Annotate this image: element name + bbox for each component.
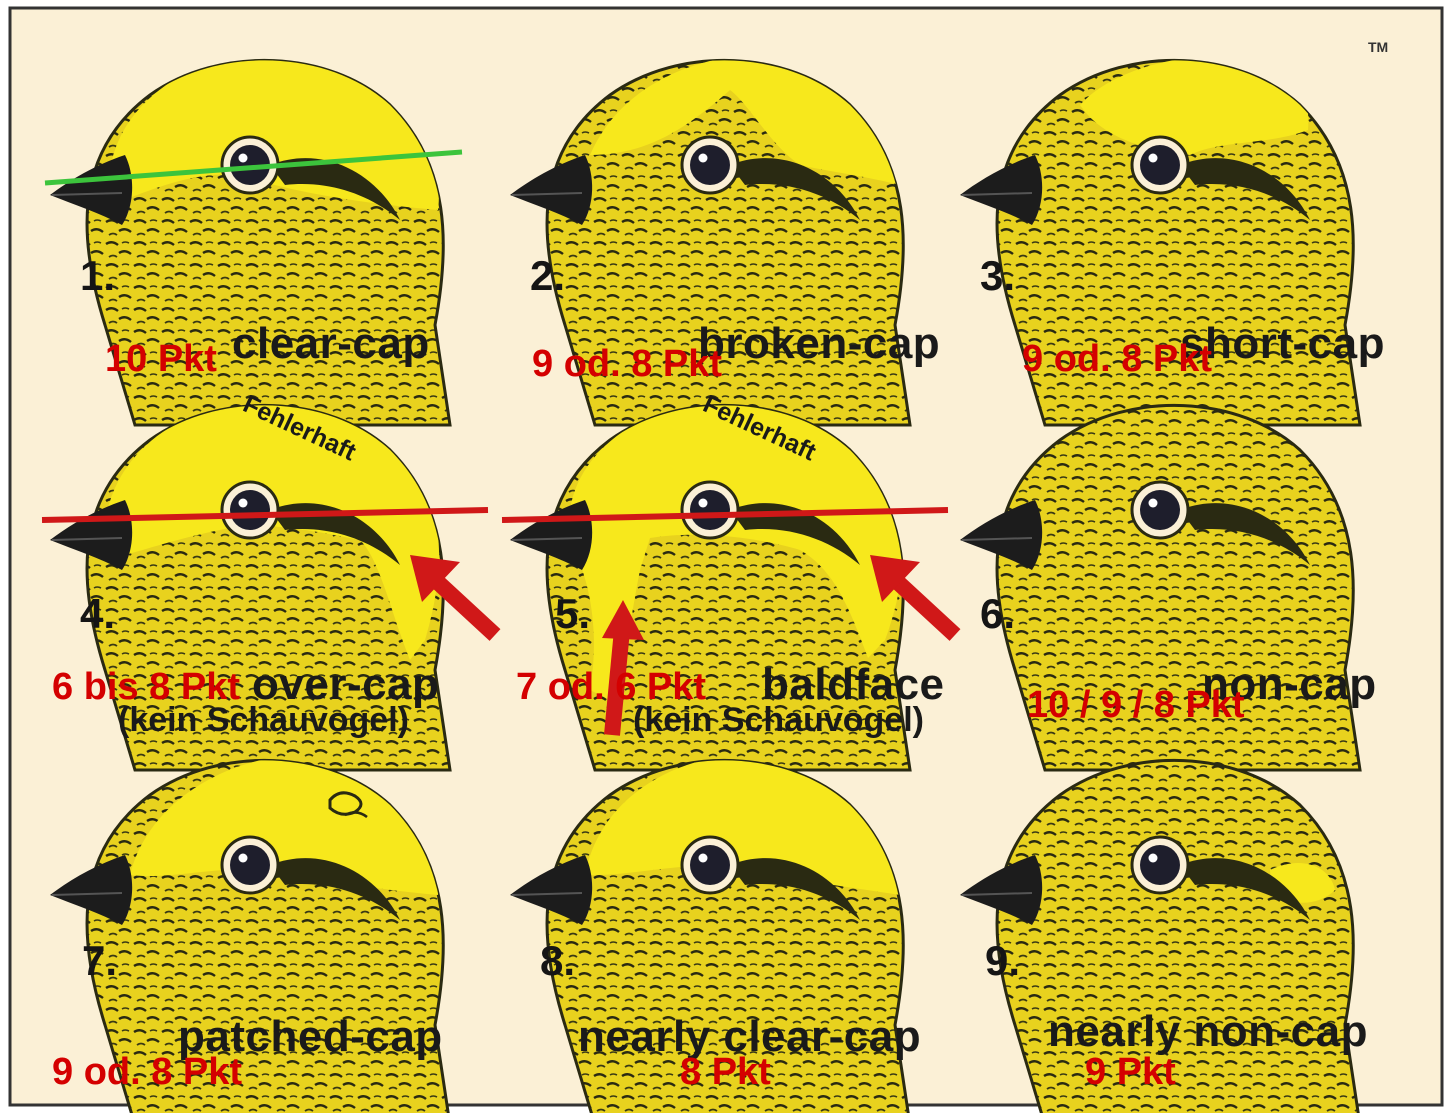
score-label: 9 Pkt — [1085, 1053, 1176, 1091]
eye-highlight — [1149, 499, 1158, 508]
cell-number: 3. — [980, 255, 1015, 297]
eye-highlight — [699, 154, 708, 163]
score-label: 6 bis 8 Pkt — [52, 668, 240, 706]
cap-type-label: nearly non-cap — [1048, 1010, 1368, 1054]
eye — [1140, 845, 1180, 885]
eye — [230, 845, 270, 885]
eye — [690, 145, 730, 185]
cap-type-sublabel: (kein Schauvogel) — [633, 703, 924, 737]
cell-number: 1. — [80, 255, 115, 297]
score-label: 9 od. 8 Pkt — [52, 1053, 242, 1091]
score-label: 9 od. 8 Pkt — [532, 345, 722, 383]
cell-number: 6. — [980, 593, 1015, 635]
eye — [690, 490, 730, 530]
eye-highlight — [699, 854, 708, 863]
eye-highlight — [1149, 154, 1158, 163]
score-label: 10 Pkt — [105, 340, 217, 378]
cell-number: 8. — [540, 940, 575, 982]
cap-type-sublabel: (kein Schauvogel) — [118, 703, 409, 737]
score-label: 9 od. 8 Pkt — [1022, 340, 1212, 378]
eye — [1140, 145, 1180, 185]
score-label: 10 / 9 / 8 Pkt — [1027, 686, 1245, 724]
trademark: TM — [1368, 40, 1388, 54]
cap-type-label: broken-cap — [698, 322, 940, 366]
cell-number: 4. — [80, 593, 115, 635]
eye-highlight — [239, 854, 248, 863]
eye-highlight — [239, 154, 248, 163]
eye-highlight — [699, 499, 708, 508]
cell-number: 7. — [82, 940, 117, 982]
eye-highlight — [239, 499, 248, 508]
cell-number: 2. — [530, 255, 565, 297]
eye-highlight — [1149, 854, 1158, 863]
head-outline — [997, 760, 1360, 1113]
cell-number: 9. — [985, 940, 1020, 982]
score-label: 8 Pkt — [680, 1053, 771, 1091]
eye — [690, 845, 730, 885]
eye — [1140, 490, 1180, 530]
eye — [230, 490, 270, 530]
score-label: 7 od. 6 Pkt — [516, 668, 706, 706]
cell-number: 5. — [555, 593, 590, 635]
cap-type-label: clear-cap — [232, 322, 430, 366]
